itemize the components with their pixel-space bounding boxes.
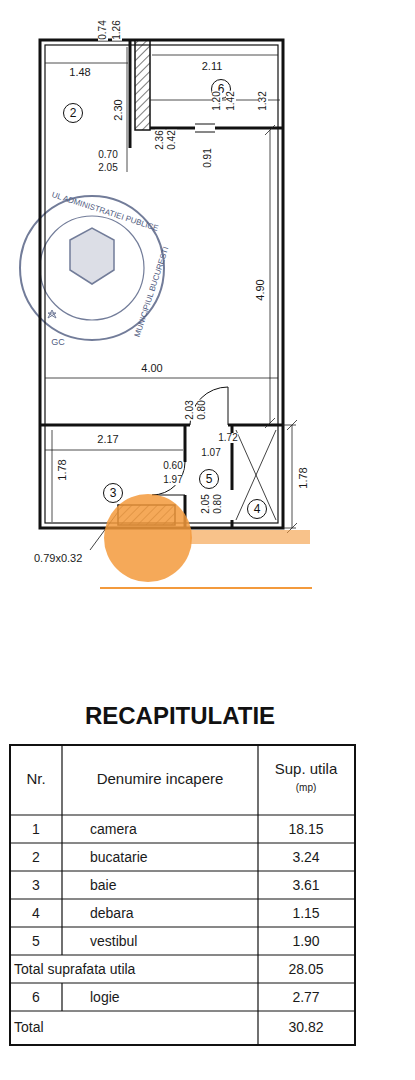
table-cell: 1.90	[292, 934, 319, 948]
dimension-label: 4.00	[140, 363, 163, 374]
dimension-label: 1.78	[57, 458, 68, 481]
table-header: Sup. utila	[275, 761, 338, 776]
table-cell: 3	[32, 878, 40, 892]
table-header: Nr.	[26, 771, 45, 786]
table-cell: 5	[32, 934, 40, 948]
room-callout: 3	[103, 483, 123, 503]
table-cell: Total suprafata utila	[14, 962, 135, 976]
table-cell: 18.15	[288, 822, 323, 836]
table-cell: 6	[32, 990, 40, 1004]
dimension-label: 2.05	[97, 163, 118, 173]
dimension-label: 2.30	[113, 98, 124, 121]
stamp-text: MUNICIPIUL BUCURESTI	[134, 246, 171, 338]
dimension-label: 1.42	[226, 90, 236, 111]
table-cell: 28.05	[288, 962, 323, 976]
dimension-label: 1.78	[298, 466, 309, 489]
dimension-label: 1.20	[212, 90, 222, 111]
callout-number: 4	[254, 503, 261, 515]
dimension-label: 1.97	[162, 475, 183, 485]
stamp-text: GC	[51, 338, 65, 347]
summary-table	[10, 745, 355, 1045]
dimension-lines	[45, 47, 297, 533]
dimension-label: 0.60	[162, 461, 183, 471]
table-cell: logie	[90, 990, 120, 1004]
dimension-label: 1.07	[200, 448, 221, 458]
dimension-label: 0.80	[213, 493, 223, 514]
dimension-label: 1.72	[217, 433, 238, 443]
dimension-label: 2.36	[155, 129, 165, 150]
table-header: (mp)	[296, 783, 317, 793]
watermark	[100, 494, 312, 588]
dimension-label: 0.91	[203, 147, 213, 168]
dimension-label: 1.26	[112, 19, 122, 40]
dimension-label: 2.05	[201, 493, 211, 514]
table-cell: Total	[14, 1020, 44, 1034]
walls	[40, 40, 283, 550]
room-callout: 4	[247, 499, 267, 519]
table-cell: 3.24	[292, 850, 319, 864]
room-callout: 5	[199, 469, 219, 489]
table-cell: baie	[90, 878, 116, 892]
table-cell: 30.82	[288, 1020, 323, 1034]
dimension-label: 0.42	[167, 129, 177, 150]
dimension-label: 1.48	[68, 67, 91, 78]
callout-number: 3	[110, 487, 117, 499]
table-header: Denumire incapere	[97, 771, 224, 786]
callout-number: 2	[70, 107, 77, 119]
room-callout: 2	[63, 103, 83, 123]
dimension-label: 2.17	[96, 434, 119, 445]
table-cell: 4	[32, 906, 40, 920]
table-title: RECAPITULATIE	[85, 702, 275, 730]
table-cell: camera	[90, 822, 137, 836]
dimension-label: 0.80	[197, 399, 207, 420]
dimension-label: 0.74	[98, 19, 108, 40]
table-cell: vestibul	[90, 934, 137, 948]
callout-number: 5	[206, 473, 213, 485]
dimension-label: 2.03	[185, 399, 195, 420]
dimension-label: 0.79x0.32	[33, 553, 83, 564]
table-cell: debara	[90, 906, 134, 920]
table-cell: 2.77	[292, 990, 319, 1004]
dimension-label: 2.11	[201, 61, 224, 72]
table-cell: 3.61	[292, 878, 319, 892]
dimension-label: 1.32	[258, 90, 268, 111]
table-cell: 1.15	[292, 906, 319, 920]
table-cell: 2	[32, 850, 40, 864]
dimension-label: 4.90	[255, 278, 266, 301]
dimension-label: 0.70	[97, 150, 118, 160]
table-cell: 1	[32, 822, 40, 836]
table-cell: bucatarie	[90, 850, 148, 864]
